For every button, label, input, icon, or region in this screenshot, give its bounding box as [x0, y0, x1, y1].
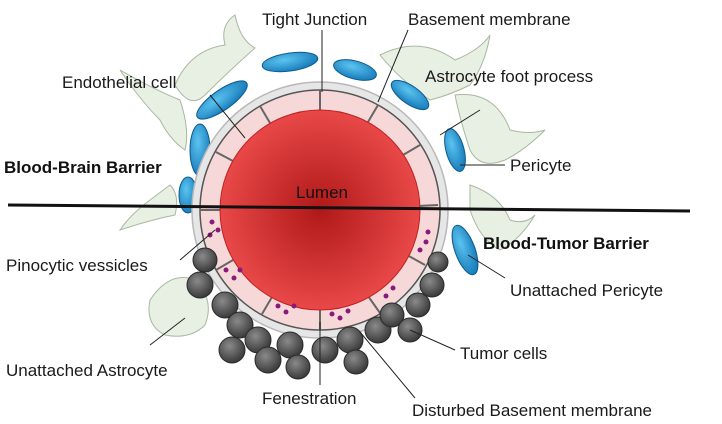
tumor-cell — [405, 292, 431, 318]
tumor-cell — [254, 346, 282, 374]
label-blood-tumor-barrier: Blood-Tumor Barrier — [483, 234, 649, 253]
lumen — [219, 109, 421, 311]
tumor-cell — [211, 291, 239, 319]
tumor-cell — [427, 251, 449, 273]
tumor-cells — [186, 247, 449, 380]
astrocyte-process-right — [454, 93, 546, 164]
tumor-cell — [186, 271, 214, 299]
label-astrocyte-foot-process: Astrocyte foot process — [425, 67, 593, 86]
tumor-cell — [218, 336, 246, 364]
tumor-cell — [285, 354, 311, 380]
label-unattached-pericyte: Unattached Pericyte — [510, 281, 663, 300]
barrier-divider-line — [7, 203, 691, 213]
pinocytic-vesicles — [207, 219, 431, 321]
label-blood-brain-barrier: Blood-Brain Barrier — [4, 158, 162, 177]
astrocyte-process-right-lower — [469, 184, 536, 251]
tumor-cell — [336, 326, 364, 354]
tumor-cell — [276, 331, 304, 359]
astrocyte-process-top-left — [174, 14, 256, 102]
label-tumor-cells: Tumor cells — [460, 344, 547, 363]
unattached-pericyte-cell — [451, 224, 479, 276]
pericyte-cell — [261, 51, 319, 73]
label-basement-membrane: Basement membrane — [408, 10, 571, 29]
label-endothelial-cell: Endothelial cell — [62, 73, 176, 92]
label-fenestration: Fenestration — [262, 389, 357, 408]
tumor-cell — [311, 336, 339, 364]
label-pinocytic-vessicles: Pinocytic vessicles — [6, 256, 148, 275]
pericyte-cell — [333, 59, 377, 81]
leader-lines — [149, 29, 506, 399]
label-disturbed-basement-membrane: Disturbed Basement membrane — [412, 401, 652, 420]
pericyte-cell — [196, 80, 248, 120]
label-unattached-astrocyte: Unattached Astrocyte — [6, 361, 168, 380]
tumor-cell — [226, 311, 254, 339]
astrocyte-process-left — [119, 69, 188, 151]
label-pericyte: Pericyte — [510, 156, 571, 175]
label-tight-junction: Tight Junction — [262, 10, 367, 29]
tumor-cell — [343, 349, 369, 375]
tumor-cell — [379, 302, 405, 328]
tumor-cell — [419, 272, 445, 298]
pericyte-cell — [390, 79, 430, 111]
tumor-cell — [192, 247, 218, 273]
label-lumen: Lumen — [296, 183, 348, 202]
